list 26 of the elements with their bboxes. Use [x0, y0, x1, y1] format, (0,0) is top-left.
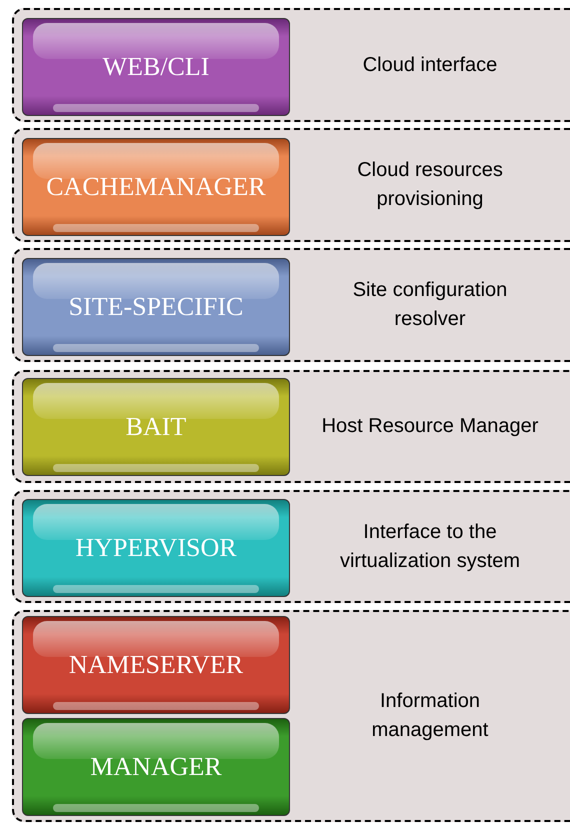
button-label: HYPERVISOR: [75, 535, 237, 561]
button-label: MANAGER: [90, 754, 222, 780]
layer-description: Interface to the virtualization system: [338, 520, 522, 574]
layer-band: [12, 490, 570, 603]
layer-description: Information management: [370, 689, 490, 743]
glossy-button: [22, 616, 290, 714]
glossy-button: [22, 258, 290, 356]
layer-description: Site configuration resolver: [352, 278, 508, 332]
layer-band: [12, 370, 570, 483]
glossy-button: [22, 718, 290, 816]
layer-band: [12, 248, 570, 362]
button-label: CACHEMANAGER: [46, 174, 266, 200]
button-label: NAMESERVER: [68, 652, 244, 678]
layer-description: Cloud resources provisioning: [356, 158, 504, 212]
glossy-button: [22, 378, 290, 476]
glossy-button: [22, 138, 290, 236]
glossy-button: [22, 18, 290, 116]
button-label: SITE-SPECIFIC: [68, 294, 244, 320]
layer-band: [12, 8, 570, 122]
layer-description: Cloud interface: [362, 52, 498, 78]
button-label: BAIT: [126, 414, 186, 440]
button-label: WEB/CLI: [102, 54, 210, 80]
layer-description: Host Resource Manager: [320, 414, 540, 439]
layer-band: [12, 128, 570, 242]
layer-band: [12, 610, 570, 822]
glossy-button: [22, 499, 290, 597]
